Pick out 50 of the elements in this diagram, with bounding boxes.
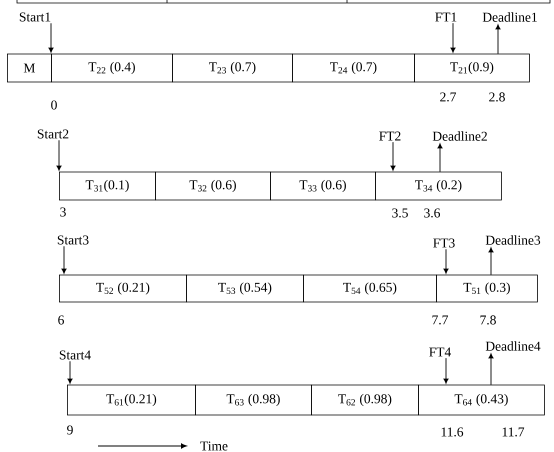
- task-cell: T$_{64}$ (0.43): [418, 384, 545, 416]
- time-value: 7.7: [432, 316, 448, 324]
- time-value: 6: [58, 315, 64, 324]
- arrow: [443, 248, 449, 274]
- task-cell: T$_{23}$ (0.7): [172, 54, 293, 82]
- task-cell: M: [7, 54, 52, 82]
- task-cell: T$_{21}$(0.9): [414, 54, 530, 82]
- event-label: FT4: [429, 348, 451, 356]
- task-cell: T$_{52}$ (0.21): [59, 274, 187, 302]
- arrow: [48, 22, 54, 53]
- task-cell: T$_{61}$(0.21): [67, 384, 196, 416]
- task-cell: T$_{63}$ (0.98): [195, 384, 312, 416]
- axis-label: Time: [200, 441, 228, 450]
- task-cell: T$_{34}$ (0.2): [375, 172, 502, 200]
- task-cell: T$_{33}$ (0.6): [270, 172, 376, 200]
- arrow: [495, 24, 501, 54]
- task-cell: T$_{31}$(0.1): [59, 172, 156, 200]
- event-label: Deadline1: [482, 12, 537, 22]
- task-cell: T$_{32}$ (0.6): [155, 172, 271, 200]
- arrow: [488, 353, 494, 386]
- event-label: FT2: [379, 132, 400, 140]
- event-label: Start4: [60, 350, 91, 360]
- time-value: 2.7: [440, 92, 456, 102]
- arrow: [488, 247, 494, 276]
- event-label: Deadline2: [432, 131, 487, 141]
- task-cell: T$_{53}$ (0.54): [186, 274, 304, 302]
- event-label: Start2: [38, 129, 68, 138]
- task-cell: T$_{62}$ (0.98): [311, 384, 419, 416]
- arrow: [61, 246, 67, 274]
- event-label: FT1: [435, 12, 456, 22]
- event-label: Deadline3: [486, 235, 540, 245]
- arrow: [450, 22, 456, 53]
- event-label: Start1: [20, 12, 50, 22]
- arrow: [67, 360, 73, 384]
- task-cell: T$_{22}$ (0.4): [51, 54, 173, 82]
- time-value: 11.6: [442, 427, 464, 437]
- event-label: Start3: [58, 235, 89, 244]
- arrow: [443, 358, 449, 384]
- task-cell: T$_{24}$ (0.7): [292, 54, 415, 82]
- arrow: [437, 143, 443, 172]
- task-cell: T$_{54}$ (0.65): [303, 274, 437, 302]
- arrow: [390, 142, 396, 171]
- event-label: Deadline4: [486, 341, 540, 351]
- arrow: [56, 140, 62, 171]
- time-value: 11.7: [502, 427, 524, 437]
- task-cell: T$_{51}$ (0.3): [436, 274, 538, 302]
- time-value: 3.5: [392, 208, 408, 218]
- event-label: FT3: [433, 238, 455, 248]
- time-value: 0: [51, 100, 57, 110]
- time-value: 7.8: [480, 315, 496, 325]
